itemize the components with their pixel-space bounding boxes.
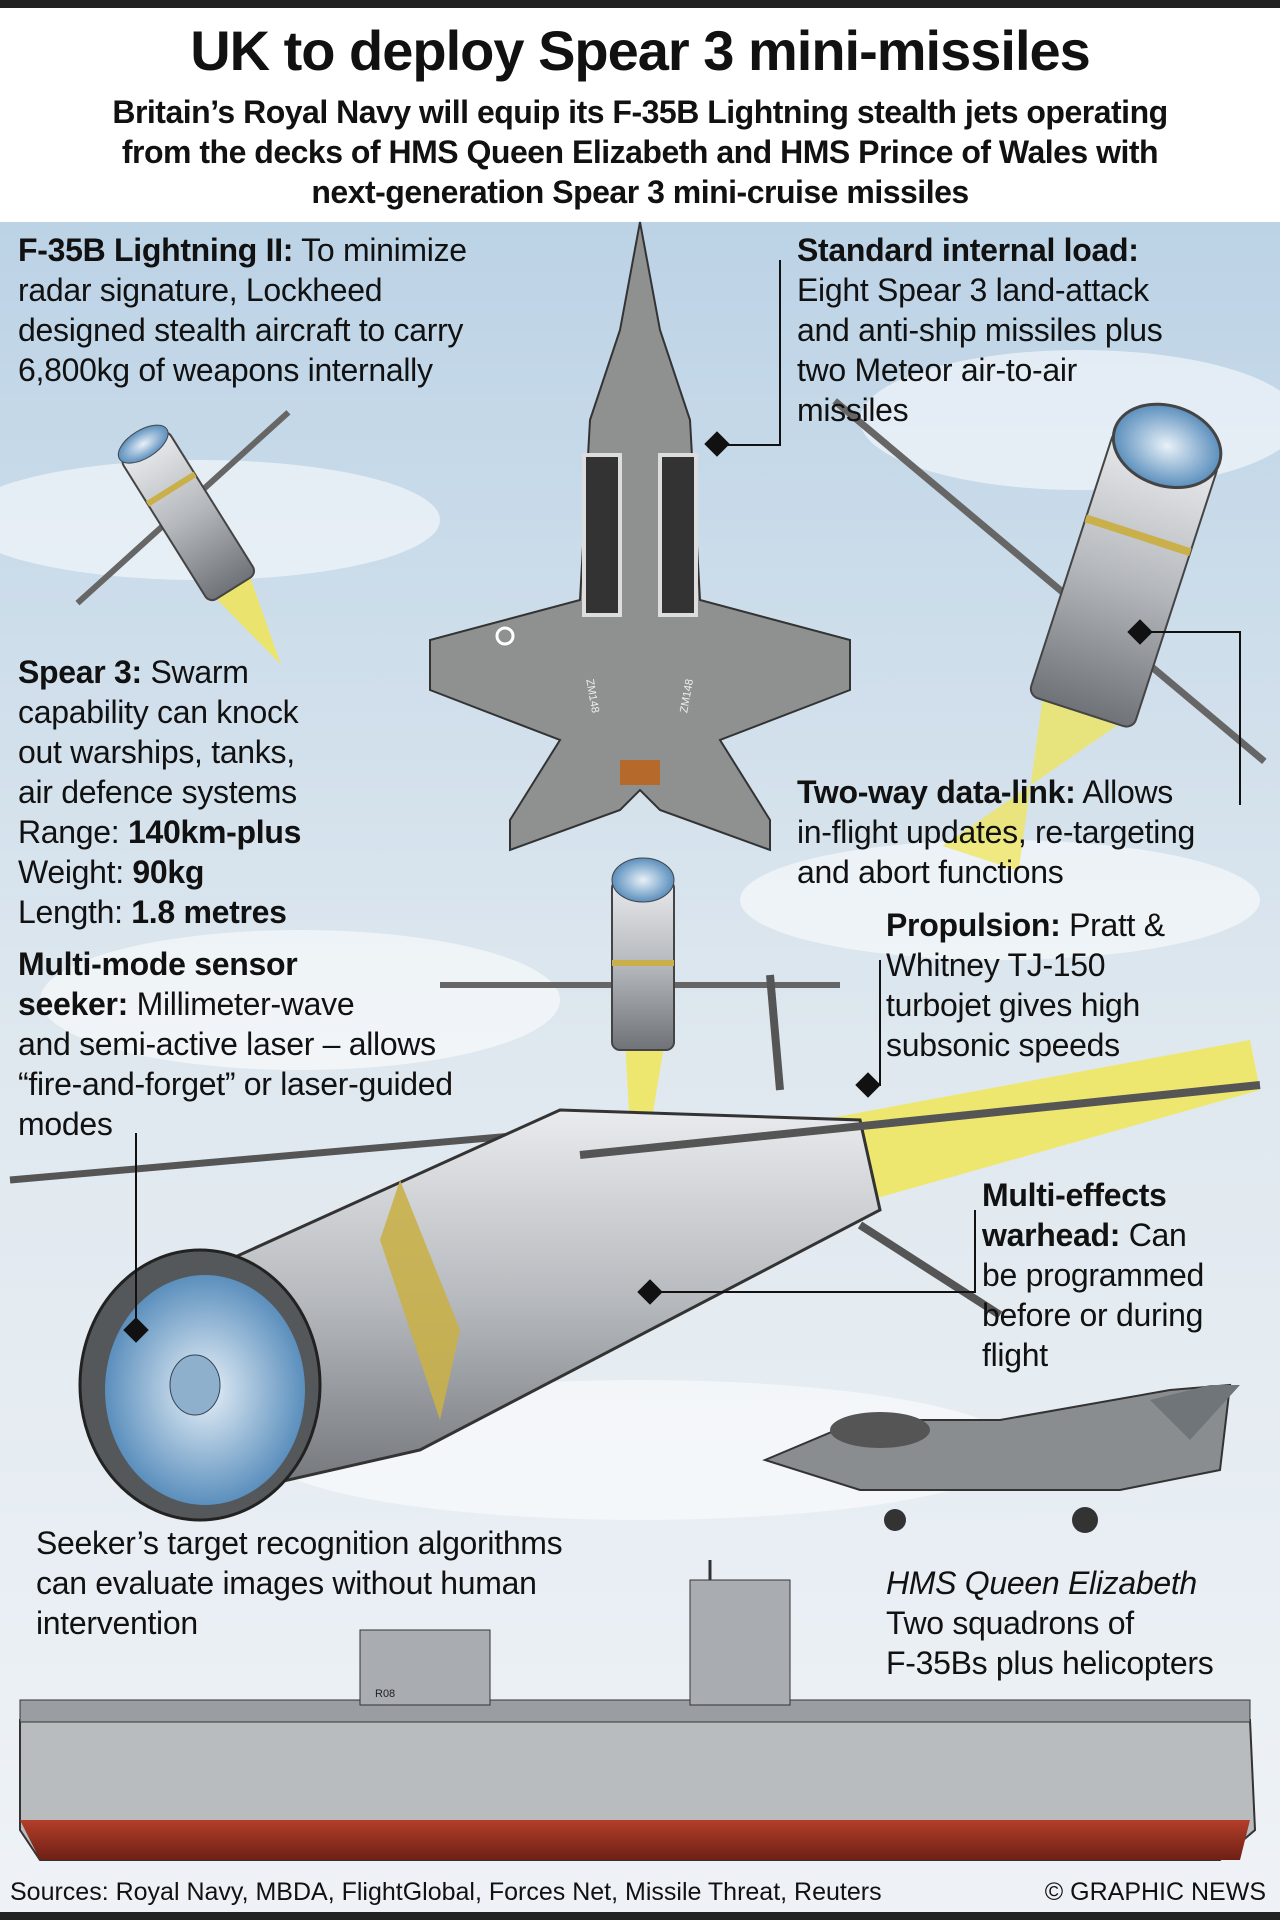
- text: before or during: [982, 1297, 1204, 1333]
- text: radar signature, Lockheed: [18, 272, 383, 308]
- propulsion-annotation: Propulsion: Pratt & Whitney TJ-150 turbo…: [886, 905, 1165, 1065]
- text: Seeker’s target recognition algorithms: [36, 1525, 563, 1561]
- carrier-name: HMS Queen Elizabeth: [886, 1565, 1197, 1601]
- spec-label: Range:: [18, 814, 120, 850]
- text: Eight Spear 3 land-attack: [797, 272, 1149, 308]
- warhead-annotation: Multi-effects warhead: Can be programmed…: [982, 1175, 1204, 1375]
- text: be programmed: [982, 1257, 1204, 1293]
- label: seeker:: [18, 986, 128, 1022]
- spear3-missile-top-right: [832, 398, 1267, 871]
- text: in-flight updates, re-targeting: [797, 814, 1196, 850]
- carrier-annotation: HMS Queen Elizabeth Two squadrons of F-3…: [886, 1563, 1214, 1683]
- subtitle-line: from the decks of HMS Queen Elizabeth an…: [121, 134, 1159, 170]
- text: To minimize: [301, 232, 467, 268]
- text: modes: [18, 1106, 113, 1142]
- text: air defence systems: [18, 774, 297, 810]
- page-title: UK to deploy Spear 3 mini-missiles: [190, 19, 1091, 82]
- credit: © GRAPHIC NEWS: [1044, 1878, 1266, 1906]
- text: out warships, tanks,: [18, 734, 295, 770]
- label: Spear 3:: [18, 654, 142, 690]
- text: and semi-active laser – allows: [18, 1026, 436, 1062]
- text: designed stealth aircraft to carry: [18, 312, 464, 348]
- text: and anti-ship missiles plus: [797, 312, 1163, 348]
- text: Pratt &: [1069, 907, 1165, 943]
- text: capability can knock: [18, 694, 299, 730]
- f35-top-view: [429, 221, 851, 852]
- text: and abort functions: [797, 854, 1064, 890]
- text: two Meteor air-to-air: [797, 352, 1077, 388]
- text: Two squadrons of: [886, 1605, 1134, 1641]
- spec-value: 140km-plus: [127, 814, 302, 850]
- ship-pennant-number: R08: [375, 1688, 396, 1700]
- algorithms-annotation: Seeker’s target recognition algorithms c…: [36, 1523, 563, 1643]
- subtitle-line: Britain’s Royal Navy will equip its F-35…: [112, 94, 1168, 130]
- subtitle: Britain’s Royal Navy will equip its F-35…: [0, 92, 1280, 212]
- text: Swarm: [150, 654, 249, 690]
- text: can evaluate images without human: [36, 1565, 537, 1601]
- spec-length: Length: 1.8 metres: [18, 892, 301, 932]
- text: missiles: [797, 392, 909, 428]
- text: Millimeter-wave: [136, 986, 355, 1022]
- load-annotation: Standard internal load: Eight Spear 3 la…: [797, 230, 1163, 430]
- bottom-bar: [0, 1912, 1280, 1920]
- subtitle-line: next-generation Spear 3 mini-cruise miss…: [311, 174, 969, 210]
- sources: Sources: Royal Navy, MBDA, FlightGlobal,…: [10, 1878, 882, 1906]
- spear3-missile-top-left: [75, 410, 291, 665]
- label: Propulsion:: [886, 907, 1061, 943]
- spear3-missile-large: [9, 974, 1261, 1522]
- top-bar: [0, 0, 1280, 8]
- spec-value: 90kg: [132, 854, 205, 890]
- f35-side-view: [762, 1383, 1240, 1533]
- f35-annotation: F-35B Lightning II: To minimize radar si…: [18, 230, 467, 390]
- label: F-35B Lightning II:: [18, 232, 294, 268]
- spear3-annotation: Spear 3: Swarm capability can knock out …: [18, 652, 301, 932]
- text: flight: [982, 1337, 1048, 1373]
- text: subsonic speeds: [886, 1027, 1120, 1063]
- aircraft-carrier: [19, 1560, 1257, 1861]
- text: intervention: [36, 1605, 198, 1641]
- text: F-35Bs plus helicopters: [886, 1645, 1214, 1681]
- spec-label: Weight:: [18, 854, 124, 890]
- label: warhead:: [982, 1217, 1121, 1253]
- spec-weight: Weight: 90kg: [18, 852, 301, 892]
- datalink-annotation: Two-way data-link: Allows in-flight upda…: [797, 772, 1195, 892]
- label: Two-way data-link:: [797, 774, 1076, 810]
- label: Standard internal load:: [797, 232, 1139, 268]
- spec-range: Range: 140km-plus: [18, 812, 301, 852]
- label: Multi-effects: [982, 1177, 1167, 1213]
- label: Multi-mode sensor: [18, 946, 298, 982]
- text: Whitney TJ-150: [886, 947, 1106, 983]
- clouds: [0, 350, 1280, 1520]
- text: “fire-and-forget” or laser-guided: [18, 1066, 453, 1102]
- spec-value: 1.8 metres: [131, 894, 287, 930]
- spec-label: Length:: [18, 894, 123, 930]
- text: Can: [1128, 1217, 1187, 1253]
- text: 6,800kg of weapons internally: [18, 352, 433, 388]
- text: Allows: [1082, 774, 1173, 810]
- seeker-annotation: Multi-mode sensor seeker: Millimeter-wav…: [18, 944, 453, 1144]
- text: turbojet gives high: [886, 987, 1141, 1023]
